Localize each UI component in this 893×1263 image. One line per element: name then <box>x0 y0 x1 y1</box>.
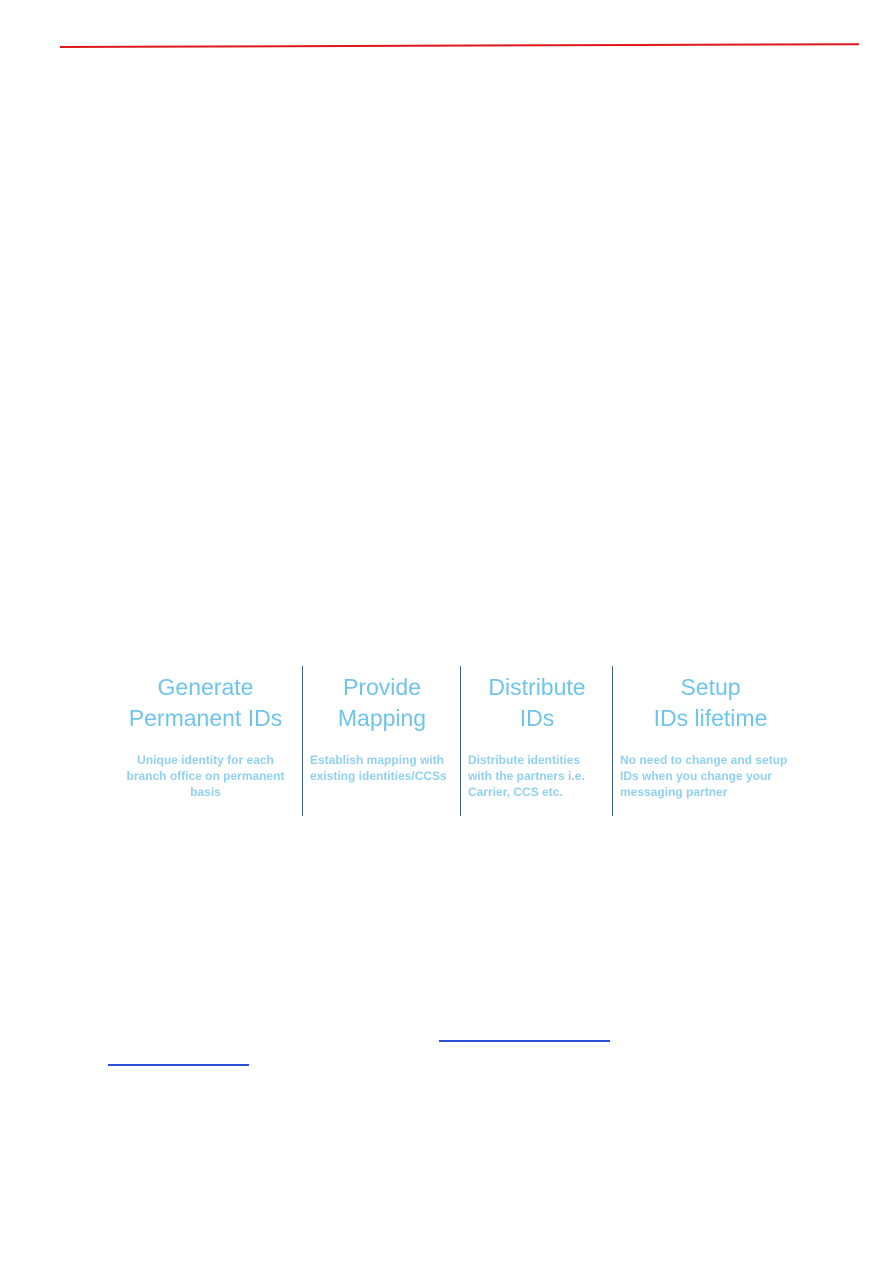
column-divider <box>301 666 303 816</box>
feature-description: Unique identity for each branch office o… <box>126 753 285 799</box>
feature-title: Generate Permanent IDs <box>128 674 283 731</box>
header-rule <box>59 43 859 48</box>
column-divider <box>459 666 461 816</box>
feature-title: Setup IDs lifetime <box>653 674 768 731</box>
feature-description: No need to change and setup IDs when you… <box>620 753 788 799</box>
feature-distribute-ids: Distribute IDs Distribute identities wit… <box>461 666 613 816</box>
hyperlink-underline[interactable] <box>439 1040 610 1042</box>
feature-description: Establish mapping with existing identiti… <box>310 753 447 783</box>
feature-setup-lifetime: Setup IDs lifetime No need to change and… <box>613 666 808 816</box>
feature-description: Distribute identities with the partners … <box>468 753 585 799</box>
hyperlink-underline-continued[interactable] <box>108 1064 249 1066</box>
column-divider <box>611 666 613 816</box>
feature-generate-ids: Generate Permanent IDs Unique identity f… <box>108 666 303 816</box>
feature-title: Provide Mapping <box>337 674 427 731</box>
feature-provide-mapping: Provide Mapping Establish mapping with e… <box>303 666 461 816</box>
feature-row: Generate Permanent IDs Unique identity f… <box>108 666 808 816</box>
feature-title: Distribute IDs <box>488 674 586 731</box>
